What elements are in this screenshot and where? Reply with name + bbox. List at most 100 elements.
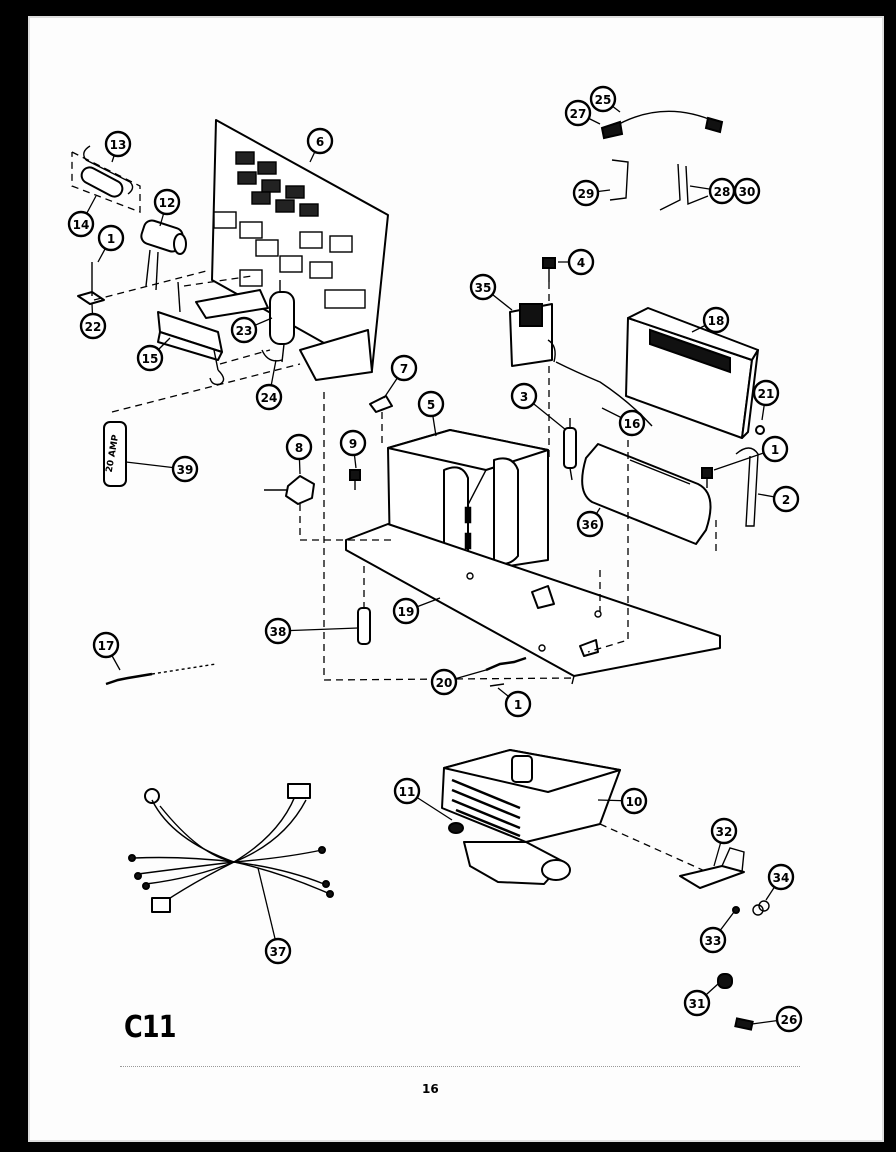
callout-4: 4 [558, 248, 595, 276]
callout-37: 37 [257, 867, 292, 965]
callout-circle [567, 248, 595, 276]
callout-number: 33 [705, 934, 722, 948]
callout-7: 7 [383, 354, 418, 399]
callout-28: 28 [689, 177, 736, 205]
callout-leader [277, 627, 359, 632]
page-number: 16 [422, 1082, 439, 1096]
callout-number: 38 [270, 625, 287, 639]
section-label: C11 [124, 1010, 176, 1045]
callout-circle [510, 382, 538, 410]
callout-number: 32 [716, 825, 733, 839]
callout-number: 35 [475, 281, 492, 295]
washer-part-33 [732, 906, 740, 914]
callout-number: 23 [236, 324, 253, 338]
callout-number: 3 [520, 390, 528, 404]
thermal-cutout [157, 281, 225, 386]
callout-30: 30 [733, 177, 761, 205]
callout-10: 10 [597, 787, 648, 815]
callout-number: 5 [427, 398, 435, 412]
lamp-socket [140, 219, 187, 291]
callout-number: 22 [85, 320, 102, 334]
callout-circle [775, 1005, 803, 1033]
callout-number: 7 [400, 362, 408, 376]
callout-number: 14 [73, 218, 90, 232]
callout-33: 33 [699, 911, 735, 954]
callout-circle [589, 85, 617, 113]
callout-circle [230, 316, 258, 344]
callout-18: 18 [691, 306, 730, 334]
clip-part-21 [755, 425, 765, 435]
callout-circle [67, 210, 95, 238]
callout-number: 37 [270, 945, 287, 959]
callout-number: 20 [436, 676, 453, 690]
callout-circle [104, 130, 132, 158]
callout-31: 31 [683, 983, 719, 1017]
callout-circle [572, 179, 600, 207]
callout-number: 25 [595, 93, 612, 107]
fuse-20-amp: 20 AMP [103, 421, 127, 487]
callout-6: 6 [306, 127, 334, 163]
hv-capacitor-canister [581, 443, 712, 545]
callout-circle [153, 188, 181, 216]
callout-23: 23 [230, 316, 273, 344]
callout-number: 19 [398, 605, 415, 619]
fuse [80, 166, 124, 198]
callout-circle [393, 777, 421, 805]
callout-1: 1 [497, 687, 532, 718]
callout-circle [390, 354, 418, 382]
capacitor-clamp-bracket [735, 447, 759, 527]
callout-circle [469, 273, 497, 301]
callout-circle [620, 787, 648, 815]
callout-11: 11 [393, 777, 453, 821]
callout-number: 16 [624, 417, 641, 431]
callout-number: 12 [159, 196, 176, 210]
callout-number: 24 [261, 391, 278, 405]
callout-35: 35 [469, 273, 513, 311]
callout-circle [79, 312, 107, 340]
callout-number: 15 [142, 352, 159, 366]
callout-36: 36 [576, 507, 604, 538]
noise-filter-capacitor [261, 280, 295, 363]
callout-13: 13 [104, 130, 132, 163]
spring-part-34 [752, 900, 770, 916]
clip-part-28 [659, 163, 709, 211]
callout-27: 27 [564, 99, 601, 127]
callout-24: 24 [255, 359, 283, 411]
callout-9: 9 [339, 429, 367, 469]
callout-21: 21 [752, 379, 780, 421]
callout-circle [339, 429, 367, 457]
callout-number: 29 [578, 187, 595, 201]
callout-14: 14 [67, 195, 97, 238]
thermal-bracket [679, 847, 745, 889]
standoff [357, 566, 371, 645]
interlock-switch-bracket [509, 303, 653, 427]
callout-25: 25 [589, 85, 621, 113]
wire-strap [600, 110, 724, 140]
clip-part-7 [369, 395, 393, 413]
base-screw [485, 656, 527, 687]
callout-number: 30 [739, 185, 756, 199]
tab-part-26 [734, 1017, 754, 1031]
callout-number: 18 [708, 314, 725, 328]
mounting-screw [105, 663, 217, 686]
callout-number: 2 [782, 493, 790, 507]
knob-part-31 [717, 973, 733, 989]
callout-circle [618, 409, 646, 437]
callout-number: 31 [689, 997, 706, 1011]
callout-circle [683, 989, 711, 1017]
callout-number: 1 [771, 443, 779, 457]
callout-8: 8 [285, 433, 313, 475]
callout-circle [576, 510, 604, 538]
callout-leader [257, 867, 279, 952]
assembly-lines [93, 269, 717, 681]
callout-circle [92, 631, 120, 659]
callout-2: 2 [757, 485, 800, 513]
callout-number: 4 [577, 256, 585, 270]
clip-part-29 [609, 159, 629, 201]
callout-number: 1 [107, 232, 115, 246]
callout-15: 15 [136, 337, 171, 372]
wire-harness [128, 783, 334, 913]
callout-circle [772, 485, 800, 513]
callout-circle [136, 344, 164, 372]
